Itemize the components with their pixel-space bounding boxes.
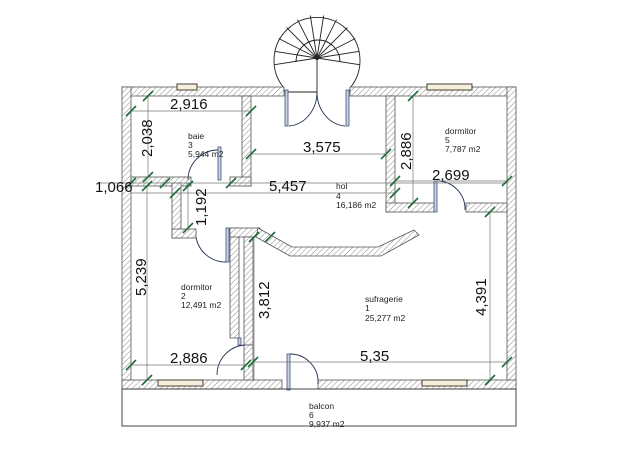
- stair-step: [286, 27, 318, 59]
- room-area: 25,277 m2: [365, 313, 405, 323]
- window-baie: [176, 83, 198, 91]
- stair-step: [316, 50, 360, 59]
- dim-dormitor2-width: 2,886: [170, 350, 208, 367]
- room-hol: hol 4 16,186 m2: [336, 181, 376, 210]
- room-number: 4: [336, 191, 341, 201]
- dim-baie-height: 2,038: [139, 119, 156, 157]
- room-balcon: balcon 6 9,937 m2: [309, 401, 345, 429]
- dimension-tick: [247, 356, 259, 368]
- dimension-tick: [248, 231, 260, 243]
- dimension-tick: [125, 105, 137, 117]
- room-dormitor2: dormitor 2 12,491 m2: [181, 282, 221, 310]
- room-number: 1: [365, 303, 370, 313]
- dimension-tick: [389, 187, 401, 199]
- dimension-lines: [100, 96, 507, 380]
- dimension-tick: [407, 197, 419, 209]
- dimension-tick: [142, 171, 154, 183]
- room-area: 12,491 m2: [181, 300, 221, 310]
- dim-dormitor2-wall: 3,812: [256, 281, 273, 319]
- stair-step: [316, 57, 360, 66]
- dimension-tick: [182, 222, 194, 234]
- room-name: dormitor: [445, 126, 476, 136]
- window-dormitor5: [426, 83, 473, 91]
- dim-hol-top: 3,575: [303, 139, 341, 156]
- room-dormitor5: dormitor 5 7,787 m2: [445, 126, 481, 154]
- stair-step: [297, 19, 318, 59]
- dim-dormitor2-height: 5,239: [133, 258, 150, 296]
- stair-step: [278, 38, 318, 59]
- dim-sufragerie-width: 5,35: [360, 348, 389, 365]
- room-area: 16,186 m2: [336, 200, 376, 210]
- dimension-tick: [141, 180, 153, 192]
- dimension-tick: [142, 90, 154, 102]
- room-name: sufragerie: [365, 294, 403, 304]
- stair-step: [309, 15, 318, 59]
- room-number: 2: [181, 291, 186, 301]
- windows: [157, 83, 473, 387]
- dimension-tick: [169, 187, 181, 199]
- dimension-tick: [245, 105, 257, 117]
- dimension-tick: [501, 175, 513, 187]
- dim-hol-depth: 1,192: [193, 188, 210, 226]
- room-number: 3: [188, 140, 193, 150]
- dimension-labels: 2,916 2,038 3,575 2,886 2,699 1,066 5,45…: [95, 96, 490, 367]
- dimension-tick: [240, 359, 252, 371]
- dimension-tick: [501, 356, 513, 368]
- stair-step: [274, 57, 318, 66]
- dimension-ticks: [125, 90, 513, 386]
- room-number: 6: [309, 410, 314, 420]
- dimension-tick: [389, 175, 401, 187]
- room-name: baie: [188, 131, 204, 141]
- room-area: 7,787 m2: [445, 144, 481, 154]
- dimension-tick: [407, 90, 419, 102]
- room-name: hol: [336, 181, 347, 191]
- window-dormitor2: [157, 379, 204, 387]
- window-sufragerie: [421, 379, 468, 387]
- dimension-tick: [225, 177, 237, 189]
- room-name: balcon: [309, 401, 334, 411]
- room-area: 5,944 m2: [188, 149, 224, 159]
- room-area: 9,937 m2: [309, 419, 345, 429]
- dim-dormitor5-height: 2,886: [398, 132, 415, 170]
- room-number: 5: [445, 135, 450, 145]
- room-baie: baie 3 5,944 m2: [188, 131, 224, 159]
- dimension-tick: [264, 231, 276, 243]
- spiral-staircase: [273, 15, 361, 127]
- doors: [186, 146, 466, 391]
- room-sufragerie: sufragerie 1 25,277 m2: [365, 294, 405, 323]
- dim-baie-width: 2,916: [170, 96, 208, 113]
- stair-step: [316, 15, 325, 59]
- dim-sufragerie-height: 4,391: [473, 278, 490, 316]
- dimension-tick: [245, 148, 257, 160]
- dimension-tick: [159, 177, 171, 189]
- room-name: dormitor: [181, 282, 212, 292]
- stair-step: [316, 38, 356, 59]
- dimension-tick: [380, 148, 392, 160]
- dim-dormitor5-door: 2,699: [432, 167, 470, 184]
- dimension-tick: [182, 180, 194, 192]
- room-labels: baie 3 5,944 m2 dormitor 5 7,787 m2 hol …: [181, 126, 481, 429]
- dimension-tick: [484, 374, 496, 386]
- stair-step: [316, 19, 337, 59]
- dimension-tick: [141, 374, 153, 386]
- dimension-tick: [125, 177, 137, 189]
- dimension-tick: [484, 206, 496, 218]
- dim-hol-width: 5,457: [269, 178, 307, 195]
- balcony-outline: [121, 388, 517, 427]
- stair-step: [316, 27, 348, 59]
- dim-left-offset: 1,066: [95, 179, 133, 196]
- dimension-tick: [125, 359, 137, 371]
- stair-step: [274, 50, 318, 59]
